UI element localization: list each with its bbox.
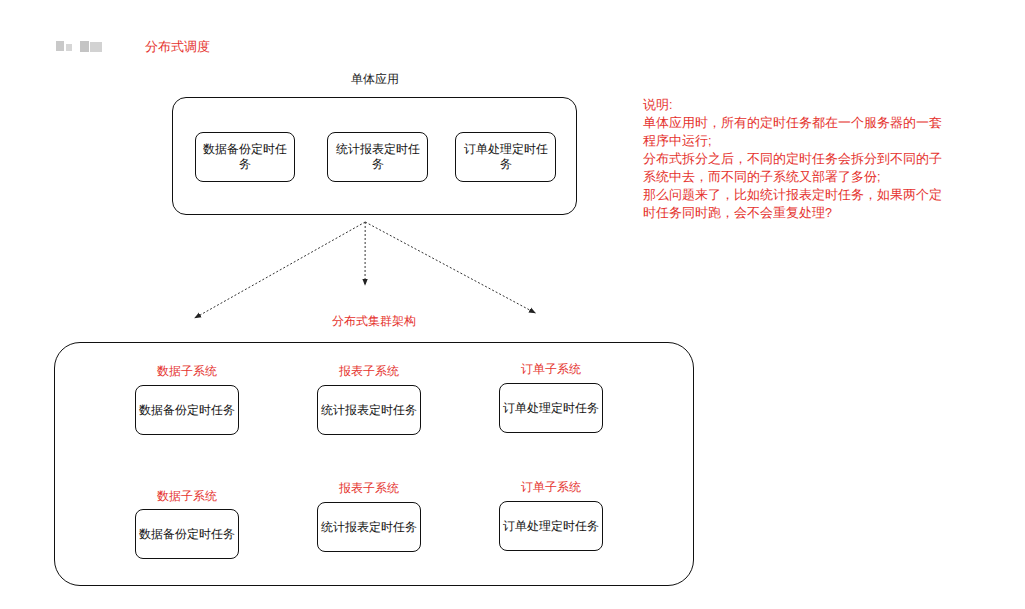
note-block: 说明:单体应用时，所有的定时任务都在一个服务器的一套程序中运行;分布式拆分之后，…: [643, 96, 949, 222]
note-text: 说明:: [643, 96, 949, 114]
task-box: 统计报表定时任务: [327, 132, 428, 182]
node-label: 统计报表定时任务: [318, 386, 420, 434]
node-heading: 单体应用: [113, 71, 636, 87]
node-heading: 数据子系统: [76, 488, 298, 504]
blur-block: [66, 44, 72, 51]
cluster-container: 分布式集群架构数据子系统数据备份定时任务报表子系统统计报表定时任务订单子系统订单…: [54, 342, 694, 586]
subsystem-box: 数据子系统数据备份定时任务: [135, 385, 239, 435]
dashed-arrow: [195, 222, 365, 318]
node-label: 订单处理定时任务: [500, 384, 602, 432]
node-label: 统计报表定时任务: [328, 133, 427, 181]
dashed-arrow: [365, 222, 366, 285]
subsystem-box: 订单子系统订单处理定时任务: [499, 383, 603, 433]
app-container: 单体应用数据备份定时任务统计报表定时任务订单处理定时任务: [172, 97, 577, 215]
node-heading: 订单子系统: [440, 361, 662, 377]
node-heading: 订单子系统: [440, 479, 662, 495]
node-label: 统计报表定时任务: [318, 503, 420, 551]
node-label: 数据备份定时任务: [136, 386, 238, 434]
task-box: 订单处理定时任务: [455, 132, 556, 182]
blur-block: [80, 41, 89, 52]
note-text: 单体应用时，所有的定时任务都在一个服务器的一套程序中运行;: [643, 114, 949, 150]
node-heading: 报表子系统: [258, 480, 480, 496]
note-text: 那么问题来了，比如统计报表定时任务，如果两个定时任务同时跑，会不会重复处理?: [643, 186, 949, 222]
blur-block: [90, 42, 102, 52]
dashed-arrow: [365, 222, 535, 313]
blur-block: [56, 41, 64, 51]
subsystem-box: 报表子系统统计报表定时任务: [317, 385, 421, 435]
note-text: 分布式拆分之后，不同的定时任务会拆分到不同的子系统中去，而不同的子系统又部署了多…: [643, 150, 949, 186]
subsystem-box: 订单子系统订单处理定时任务: [499, 501, 603, 551]
node-heading: 报表子系统: [258, 363, 480, 379]
node-label: 数据备份定时任务: [136, 510, 238, 558]
node-label: 订单处理定时任务: [500, 502, 602, 550]
node-label: 数据备份定时任务: [196, 133, 294, 181]
task-box: 数据备份定时任务: [195, 132, 295, 182]
node-label: 订单处理定时任务: [456, 133, 555, 181]
subsystem-box: 数据子系统数据备份定时任务: [135, 509, 239, 559]
node-heading: 数据子系统: [76, 363, 298, 379]
subsystem-box: 报表子系统统计报表定时任务: [317, 502, 421, 552]
diagram-title: 分布式调度: [145, 38, 210, 56]
node-heading: 分布式集群架构: [0, 313, 753, 329]
